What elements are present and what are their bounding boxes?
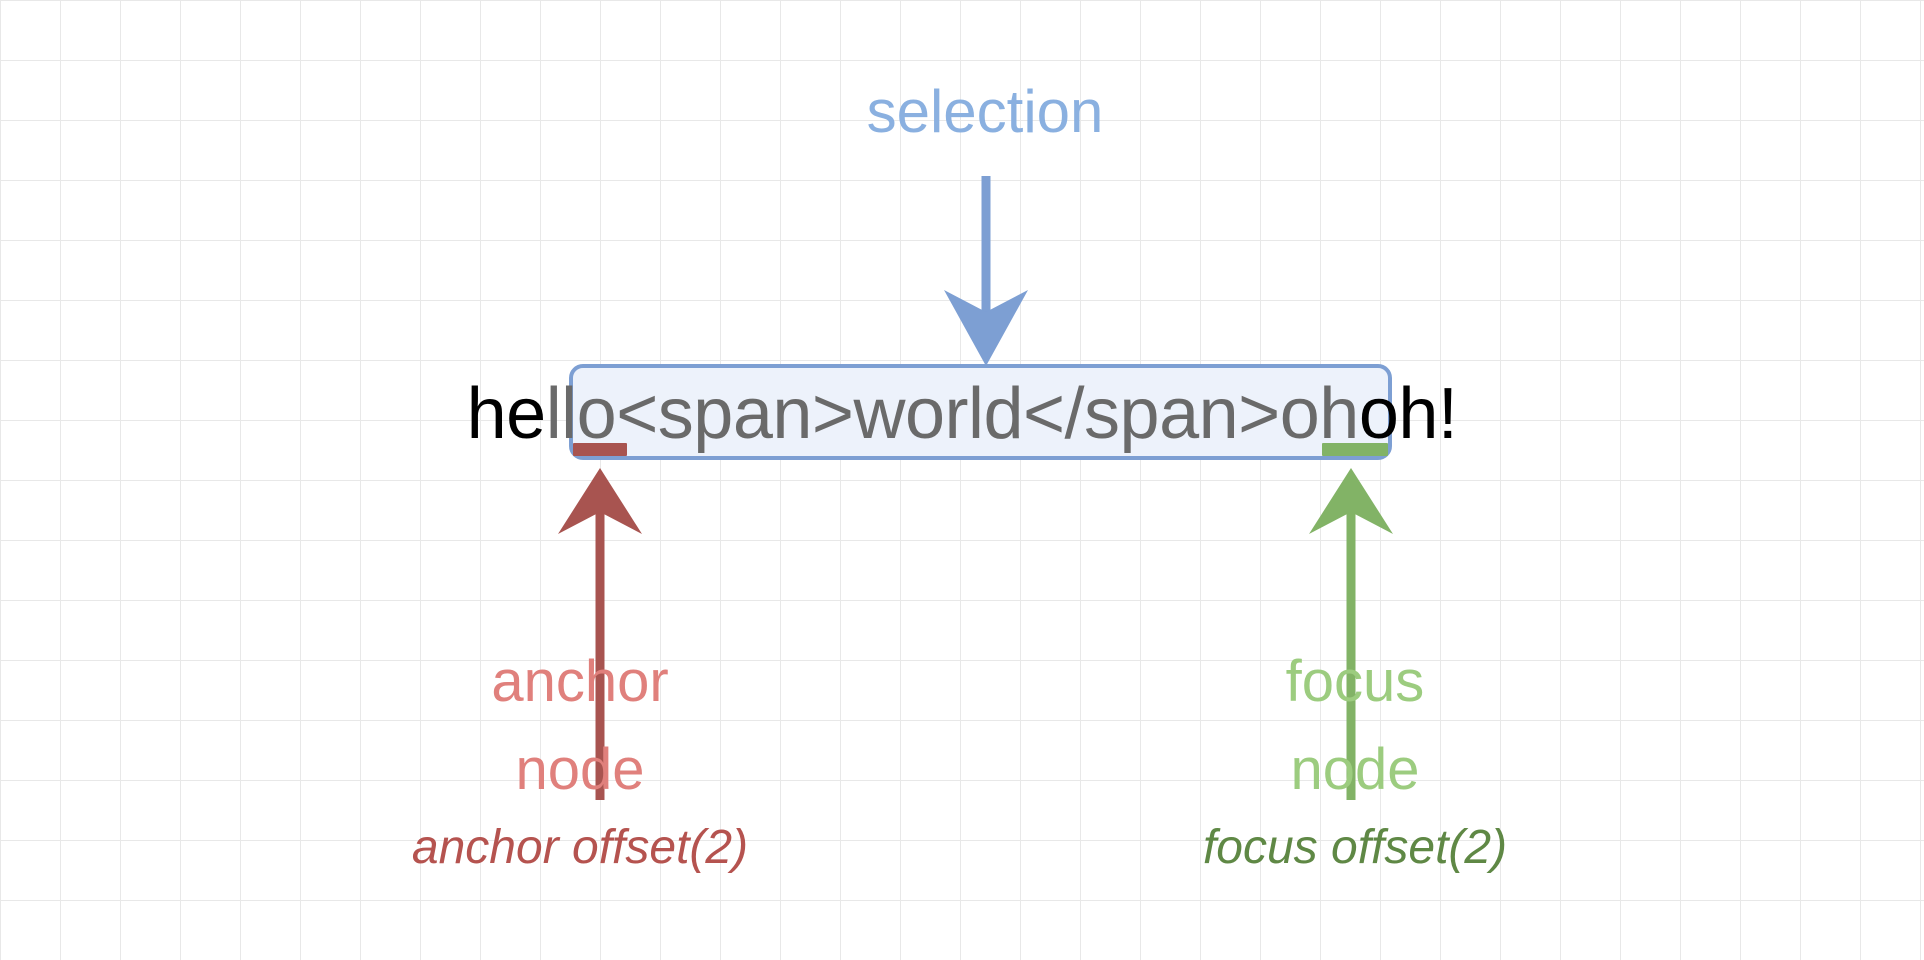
code-text-line: hello<span>world</span>ohoh! <box>0 378 1924 450</box>
anchor-node-label: anchor node <box>491 649 669 802</box>
code-text-selected: llo<span>world</span>oh <box>545 374 1360 454</box>
anchor-offset-label: anchor offset(2) <box>411 821 749 874</box>
selection-highlight-box <box>569 364 1392 460</box>
focus-offset-label: focus offset(2) <box>1202 821 1508 874</box>
focus-node-label: focus node <box>1285 649 1425 802</box>
selection-arrow <box>944 176 1028 366</box>
focus-offset-marker <box>1322 443 1388 456</box>
selection-label: selection <box>866 78 1104 145</box>
anchor-offset-marker <box>573 443 627 456</box>
code-text-suffix: oh! <box>1358 374 1458 454</box>
code-text-prefix: he <box>466 374 547 454</box>
